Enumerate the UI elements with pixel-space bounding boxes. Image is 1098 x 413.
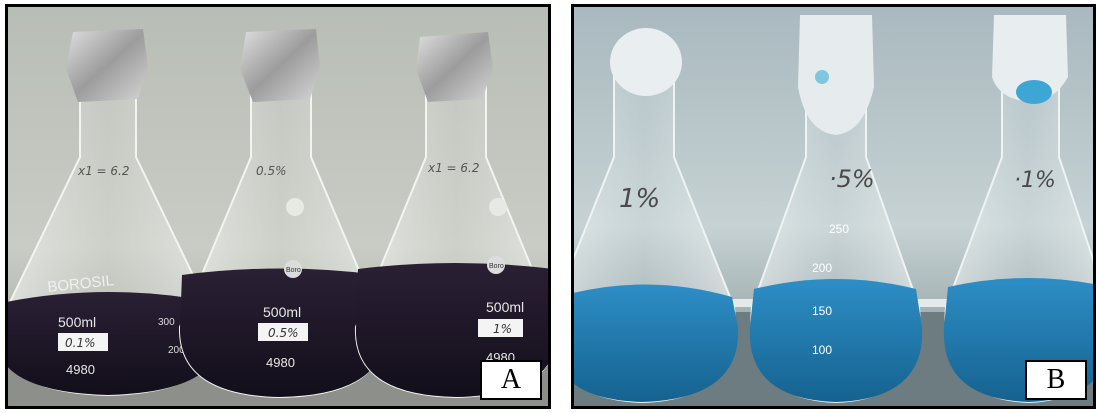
frosted-spot-a3 (489, 198, 507, 216)
neck-note-a2: 0.5% (256, 164, 287, 178)
liquid-b2 (749, 279, 923, 402)
flask-b2: ·5% 250 200 150 100 (749, 15, 923, 404)
photo-flasks-dark: x1 = 6.2 BOROSIL 500ml 0.1% 4980 300 200… (8, 7, 548, 406)
label-sticker-a2 (258, 323, 308, 341)
note-b2: ·5% (829, 165, 875, 193)
cotton-plug-b2 (798, 15, 874, 135)
volume-a2: 500ml (263, 304, 301, 320)
flask-b1: 1% (574, 28, 739, 404)
label-note-a3: 1% (493, 322, 512, 336)
panel-label-b: B (1025, 360, 1087, 400)
label-sticker-a1 (58, 333, 108, 351)
code-a2: 4980 (266, 355, 295, 370)
foil-cap-a1 (66, 29, 148, 102)
neck-note-a1: x1 = 6.2 (77, 164, 130, 178)
grad-a1-300: 300 (158, 317, 175, 328)
neck-note-a3: x1 = 6.2 (427, 161, 480, 175)
brand-a1: BOROSIL (47, 272, 115, 296)
stain-b2 (815, 70, 829, 84)
volume-a1: 500ml (58, 314, 96, 330)
label-note-a2: 0.5% (268, 326, 299, 340)
note-b3: ·1% (1014, 168, 1056, 193)
label-note-a1: 0.1% (65, 336, 96, 350)
foil-cap-a3 (416, 32, 493, 102)
photo-flasks-blue: 1% ·5% 250 200 150 100 ·1% (574, 7, 1093, 406)
brand-a3: Boro (489, 263, 504, 270)
cotton-plug-b1 (610, 28, 682, 96)
cotton-plug-b3 (992, 15, 1068, 102)
liquid-b1 (574, 284, 739, 402)
label-sticker-a3 (478, 319, 523, 337)
logo-a3 (487, 256, 505, 274)
panel-label-a: A (480, 360, 542, 400)
grad-a1-200: 200 (168, 345, 185, 356)
grad-b2-250: 250 (829, 222, 849, 236)
grad-b2-100: 100 (812, 343, 832, 357)
frosted-spot-a2 (286, 198, 304, 216)
brand-a2: Boro (286, 267, 301, 274)
stain-b3 (1016, 80, 1052, 104)
foil-cap-a2 (240, 29, 320, 102)
volume-a3: 500ml (486, 299, 524, 315)
panel-b: 1% ·5% 250 200 150 100 ·1% B (571, 4, 1096, 409)
liquid-a1 (8, 292, 220, 395)
code-a1: 4980 (66, 362, 95, 377)
note-b1: 1% (619, 184, 660, 214)
logo-a2 (284, 260, 302, 278)
panel-a: x1 = 6.2 BOROSIL 500ml 0.1% 4980 300 200… (5, 4, 551, 409)
flask-a1: x1 = 6.2 BOROSIL 500ml 0.1% 4980 300 200 (8, 29, 220, 397)
grad-b2-150: 150 (812, 304, 832, 318)
grad-b2-200: 200 (812, 261, 832, 275)
